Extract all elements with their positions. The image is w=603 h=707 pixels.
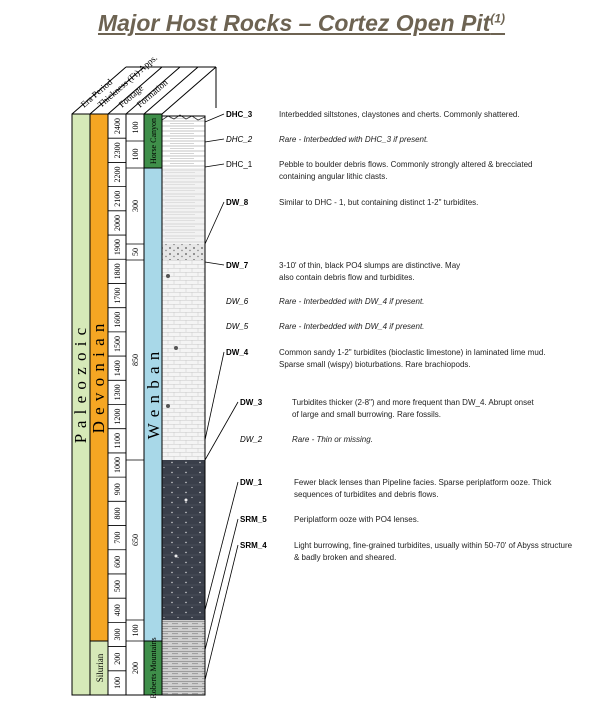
footage-label: 2100 [113,191,122,207]
footage-label: 1200 [113,409,122,425]
footage-label: 700 [113,532,122,544]
unit-description: Light burrowing, fine-grained turbidites… [294,541,573,550]
unit-description: Rare - Interbedded with DW_4 if present. [279,297,424,306]
unit-code: SRM_4 [240,541,267,550]
unit-description: Common sandy 1-2" turbidites (bioclastic… [279,348,546,357]
lithology-roberts-band [162,620,205,675]
unit-description: Rare - Interbedded with DHC_3 if present… [279,135,428,144]
leader-line [204,113,225,123]
header-frame [71,66,217,115]
title-text: Major Host Rocks – Cortez Open Pit [97,10,491,36]
unit-description: & badly broken and sheared. [294,553,396,562]
thickness-label: 850 [131,354,140,366]
unit-description: 3-10' of thin, black PO4 slumps are dist… [279,261,460,270]
unit-description: Rare - Interbedded with DW_4 if present. [279,322,424,331]
leader-line [204,163,225,168]
footage-label: 1000 [113,457,122,473]
page-title: Major Host Rocks – Cortez Open Pit(1) [0,10,603,37]
unit-description: Similar to DHC - 1, but containing disti… [279,198,478,207]
unit-description: Turbidites thicker (2-8") and more frequ… [292,398,535,407]
unit-code: DW_2 [240,435,263,444]
unit-description: containing angular lithic clasts. [279,172,388,181]
leader-line [204,201,225,245]
unit-description: Pebble to boulder debris flows. Commonly… [279,160,532,169]
footage-label: 2400 [113,118,122,134]
footage-label: 1800 [113,263,122,279]
thickness-label: 100 [131,149,140,161]
footage-ticks: 100 200 300 400 500 600 700 800 900 1000 1100 1200 1… [108,113,126,689]
unit-code: DW_4 [226,348,249,357]
leader-line [204,351,225,441]
unit-code: DW_5 [226,322,249,331]
unit-description: Sparse small (wispy) bioturbations. Rare… [279,360,471,369]
silurian-label: Silurian [95,653,105,682]
leader-lines [204,113,239,681]
unit-code: DW_7 [226,261,249,270]
thickness-label: 650 [131,534,140,546]
title-superscript: (1) [490,11,506,26]
leader-line [204,138,225,143]
footage-label: 1900 [113,239,122,255]
footage-label: 1500 [113,336,122,352]
unit-code: SRM_5 [240,515,267,524]
thickness-label: 100 [131,625,140,637]
footage-label: 100 [113,677,122,689]
footage-label: 1100 [113,433,122,449]
unit-description: Periplatform ooze with PO4 lenses. [294,515,419,524]
footage-label: 1700 [113,288,122,304]
thickness-label: 100 [131,122,140,134]
leader-line [204,481,239,611]
thickness-bands: 200 100 650 850 50 300 100 100 [126,113,144,674]
footage-label: 300 [113,628,122,640]
footage-label: 900 [113,483,122,495]
unit-code: DHC_1 [226,160,253,169]
leader-line [204,544,239,681]
footage-label: 1600 [113,312,122,328]
thickness-label: 300 [131,200,140,212]
lithology-bottom-edge [162,675,205,695]
footage-label: 1300 [113,384,122,400]
footage-label: 500 [113,580,122,592]
unit-description: sequences of turbidites and debris flows… [294,490,439,499]
unit-code: DW_1 [240,478,263,487]
wenban-label: W e n b a n [144,351,163,440]
unit-description: Interbedded siltstones, claystones and c… [279,110,520,119]
era-label: P a l e o z o i c [71,327,90,443]
footage-label: 200 [113,653,122,665]
footage-label: 800 [113,507,122,519]
unit-code: DHC_3 [226,110,253,119]
unit-code: DHC_2 [226,135,253,144]
thickness-label: 200 [131,662,140,674]
footage-label: 2200 [113,167,122,183]
leader-line [204,261,225,266]
unit-description: also contain debris flow and turbidites. [279,273,415,282]
footage-label: 600 [113,556,122,568]
unit-description: Rare - Thin or missing. [292,435,373,444]
unit-description: of large and small burrowing. Rare fossi… [292,410,441,419]
lithology-outline [161,115,206,696]
lithology-limestone-band [162,260,205,460]
leader-line [204,518,239,651]
roberts-mountains-label: Roberts Mountains [149,637,158,698]
lithology-debris-band [162,244,205,260]
unit-code: DW_6 [226,297,249,306]
lithology-laminated-band [162,168,205,244]
lithology-nodules [166,274,188,558]
footage-label: 2000 [113,215,122,231]
unit-code: DW_8 [226,198,249,207]
lithology-column [161,114,206,696]
unit-code: DW_3 [240,398,263,407]
leader-line [204,401,239,461]
devonian-label: D e v o n i a n [89,323,108,434]
thickness-label: 50 [131,248,140,256]
lithology-chert-band [162,117,205,168]
horse-canyon-label: Horse Canyon [149,118,158,164]
footage-label: 1400 [113,360,122,376]
footage-label: 2300 [113,142,122,158]
lithology-dark-band [162,460,205,620]
unit-description: Fewer black lenses than Pipeline facies.… [294,478,552,487]
footage-label: 400 [113,604,122,616]
unit-labels: DHC_3 Interbedded siltstones, claystones … [226,110,573,562]
